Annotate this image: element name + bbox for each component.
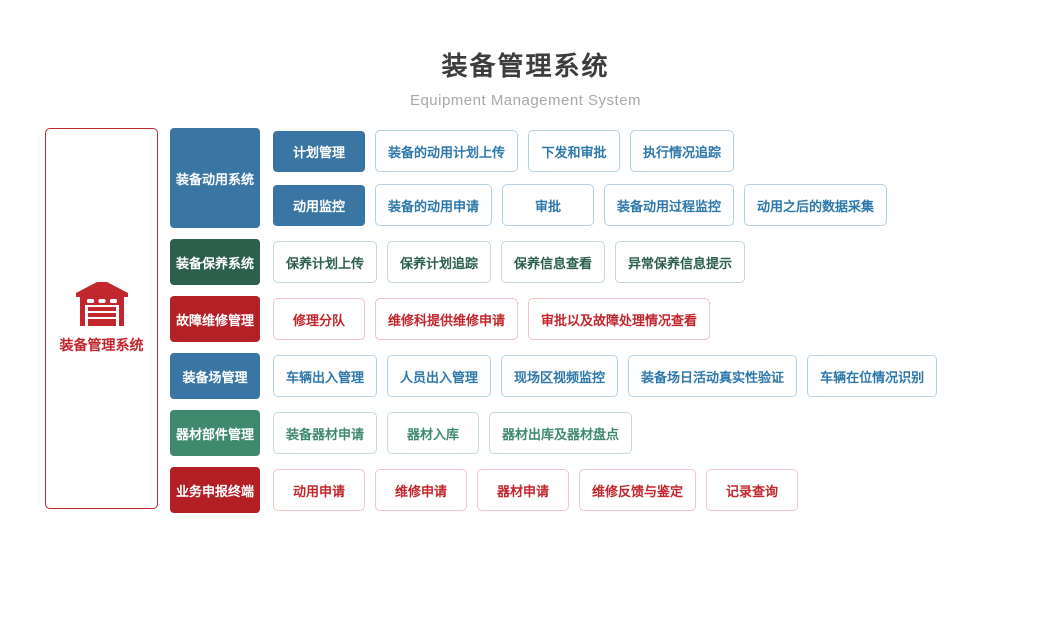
- feature-item: 异常保养信息提示: [615, 241, 746, 283]
- feature-item: 维修申请: [375, 469, 467, 511]
- group-equipment-maintenance-system: 装备保养系统保养计划上传保养计划追踪保养信息查看异常保养信息提示: [170, 239, 937, 285]
- feature-item: 修理分队: [273, 298, 365, 340]
- page-header: 装备管理系统 Equipment Management System: [0, 0, 1051, 109]
- group-rows: 保养计划上传保养计划追踪保养信息查看异常保养信息提示: [273, 239, 746, 285]
- page-title: 装备管理系统: [441, 51, 610, 81]
- feature-item: 审批以及故障处理情况查看: [528, 298, 711, 340]
- group-equipment-yard-management: 装备场管理车辆出入管理人员出入管理现场区视频监控装备场日活动真实性验证车辆在位情…: [170, 353, 938, 399]
- feature-item: 保养计划追踪: [387, 241, 492, 283]
- feature-item: 车辆在位情况识别: [807, 355, 938, 397]
- feature-item: 执行情况追踪: [630, 130, 735, 172]
- feature-row: 保养计划上传保养计划追踪保养信息查看异常保养信息提示: [273, 241, 746, 283]
- feature-item: 人员出入管理: [387, 355, 492, 397]
- feature-item: 器材入库: [387, 412, 480, 454]
- group-parts-components-management: 器材部件管理装备器材申请器材入库器材出库及器材盘点: [170, 410, 937, 456]
- feature-item: 装备的动用申请: [375, 184, 493, 226]
- group-label-parts-components-management: 器材部件管理: [170, 410, 260, 456]
- module-groups: 装备动用系统计划管理装备的动用计划上传下发和审批执行情况追踪动用监控装备的动用申…: [170, 128, 938, 513]
- feature-item: 维修科提供维修申请: [375, 298, 519, 340]
- group-rows: 计划管理装备的动用计划上传下发和审批执行情况追踪动用监控装备的动用申请审批装备动…: [273, 128, 888, 228]
- group-label-equipment-mobilization-system: 装备动用系统: [170, 128, 260, 228]
- system-diagram: 装备管理系统 装备动用系统计划管理装备的动用计划上传下发和审批执行情况追踪动用监…: [45, 128, 938, 513]
- group-rows: 修理分队维修科提供维修申请审批以及故障处理情况查看: [273, 296, 711, 342]
- feature-item: 保养计划上传: [273, 241, 378, 283]
- feature-item: 装备场日活动真实性验证: [628, 355, 798, 397]
- group-business-declaration-terminal: 业务申报终端动用申请维修申请器材申请维修反馈与鉴定记录查询: [170, 467, 937, 513]
- root-node: 装备管理系统: [45, 128, 158, 509]
- feature-item: 记录查询: [706, 469, 799, 511]
- feature-row: 装备器材申请器材入库器材出库及器材盘点: [273, 412, 633, 454]
- group-label-equipment-maintenance-system: 装备保养系统: [170, 239, 260, 285]
- group-label-equipment-yard-management: 装备场管理: [170, 353, 260, 399]
- feature-item: 维修反馈与鉴定: [579, 469, 697, 511]
- root-label: 装备管理系统: [59, 337, 144, 353]
- feature-item: 装备动用过程监控: [604, 184, 735, 226]
- page-subtitle: Equipment Management System: [409, 92, 642, 109]
- feature-item: 车辆出入管理: [273, 355, 378, 397]
- feature-item: 动用申请: [273, 469, 365, 511]
- feature-row: 动用监控装备的动用申请审批装备动用过程监控动用之后的数据采集: [273, 184, 888, 226]
- feature-item: 保养信息查看: [501, 241, 606, 283]
- group-rows: 车辆出入管理人员出入管理现场区视频监控装备场日活动真实性验证车辆在位情况识别: [273, 353, 938, 399]
- group-equipment-mobilization-system: 装备动用系统计划管理装备的动用计划上传下发和审批执行情况追踪动用监控装备的动用申…: [170, 128, 937, 228]
- feature-item: 现场区视频监控: [501, 355, 619, 397]
- group-label-fault-repair-management: 故障维修管理: [170, 296, 260, 342]
- group-rows: 动用申请维修申请器材申请维修反馈与鉴定记录查询: [273, 467, 799, 513]
- group-fault-repair-management: 故障维修管理修理分队维修科提供维修申请审批以及故障处理情况查看: [170, 296, 937, 342]
- feature-item: 器材申请: [477, 469, 569, 511]
- sub-module-button: 动用监控: [273, 184, 365, 226]
- feature-item: 审批: [502, 184, 595, 226]
- feature-row: 计划管理装备的动用计划上传下发和审批执行情况追踪: [273, 130, 887, 172]
- feature-row: 车辆出入管理人员出入管理现场区视频监控装备场日活动真实性验证车辆在位情况识别: [273, 355, 938, 397]
- garage-icon: [75, 282, 128, 326]
- feature-item: 装备的动用计划上传: [375, 130, 519, 172]
- feature-item: 动用之后的数据采集: [744, 184, 888, 226]
- feature-item: 器材出库及器材盘点: [489, 412, 633, 454]
- sub-module-button: 计划管理: [273, 130, 365, 172]
- feature-item: 装备器材申请: [273, 412, 378, 454]
- group-label-business-declaration-terminal: 业务申报终端: [170, 467, 260, 513]
- feature-row: 动用申请维修申请器材申请维修反馈与鉴定记录查询: [273, 469, 799, 511]
- feature-item: 下发和审批: [528, 130, 621, 172]
- group-rows: 装备器材申请器材入库器材出库及器材盘点: [273, 410, 633, 456]
- feature-row: 修理分队维修科提供维修申请审批以及故障处理情况查看: [273, 298, 711, 340]
